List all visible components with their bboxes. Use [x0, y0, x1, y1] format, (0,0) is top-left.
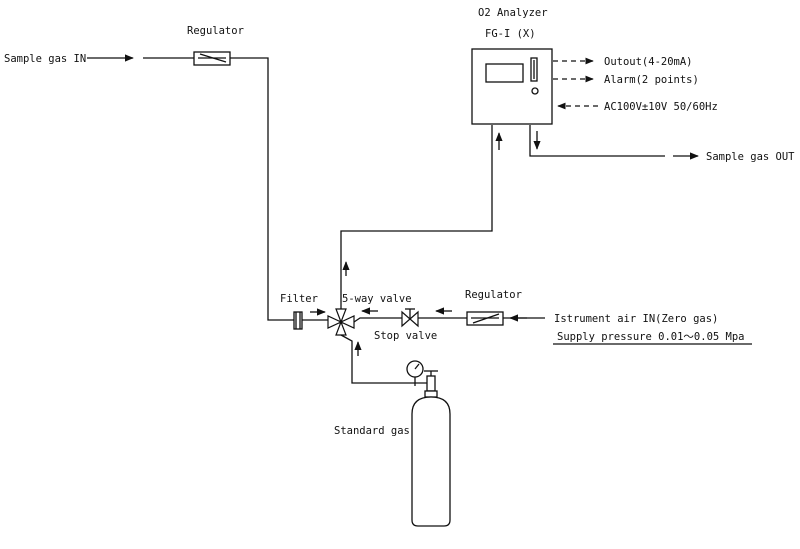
filter-label: Filter [280, 293, 318, 305]
stop-valve [401, 308, 419, 328]
cylinder-to-valve-pipe [340, 334, 410, 384]
five-way-valve-label: 5-way valve [342, 293, 412, 305]
instrument-air-label: Istrument air IN(Zero gas) [554, 313, 718, 325]
output-label: Outout(4-20mA) [604, 56, 693, 68]
regulator-top [193, 51, 231, 66]
sample-gas-out-pipe [529, 125, 665, 157]
regulator-right-label: Regulator [465, 289, 522, 301]
valve-to-analyzer-pipe [340, 125, 493, 309]
regulator-right [466, 311, 504, 326]
five-way-valve [327, 308, 355, 336]
cylinder-valve [424, 370, 438, 398]
o2-analyzer [471, 48, 553, 125]
sample-gas-in-label: Sample gas IN [4, 53, 86, 65]
filter [293, 311, 303, 330]
stop-valve-label: Stop valve [374, 330, 437, 342]
analyzer-model-label: FG-I (X) [485, 28, 536, 40]
regulator-top-label: Regulator [187, 25, 244, 37]
supply-pressure-label: Supply pressure 0.01～0.05 Mpa [557, 331, 745, 343]
power-label: AC100V±10V 50/60Hz [604, 101, 718, 113]
sample-gas-out-label: Sample gas OUT [706, 151, 795, 163]
sample-line-to-filter [230, 57, 294, 321]
pressure-gauge [406, 360, 432, 386]
valve-to-stop-valve-pipe [353, 317, 402, 323]
analyzer-name-label: O2 Analyzer [478, 7, 548, 19]
standard-gas-cylinder [411, 396, 451, 527]
standard-gas-label: Standard gas [334, 425, 410, 437]
alarm-label: Alarm(2 points) [604, 74, 699, 86]
